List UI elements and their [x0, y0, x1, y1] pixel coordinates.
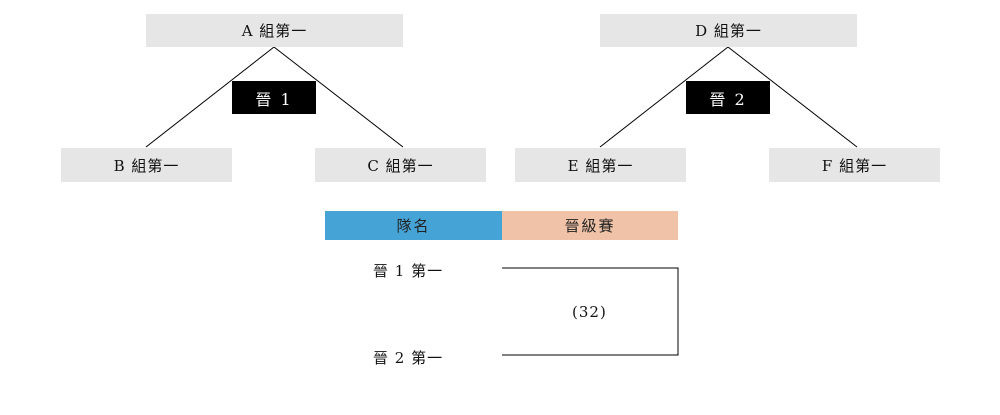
right-triangle-left-edge: [599, 46, 729, 148]
qualifier-2-box: 晉 2: [686, 81, 770, 114]
team-name-header-label: 隊名: [396, 217, 431, 235]
promotion-match-header-label: 晉級賽: [564, 217, 616, 235]
left-triangle-right-edge: [273, 46, 404, 148]
group-c-first-label: C 組第一: [367, 156, 434, 175]
group-a-first-label: A 組第一: [241, 22, 308, 40]
bracket-entry-bottom-label: 晉 2 第一: [373, 349, 444, 367]
qualifier-1-label: 晉 1: [255, 89, 293, 109]
group-b-first-box: B 組第一: [61, 148, 232, 182]
bracket-line: [502, 267, 679, 356]
group-b-first-label: B 組第一: [113, 156, 180, 175]
qualifier-2-label: 晉 2: [709, 89, 747, 109]
group-a-first-box: A 組第一: [146, 14, 403, 47]
match-number-label: (32): [572, 303, 607, 321]
left-triangle-left-edge: [145, 46, 275, 148]
bracket-entry-top-label: 晉 1 第一: [373, 262, 444, 280]
group-f-first-box: F 組第一: [769, 148, 940, 182]
group-e-first-box: E 組第一: [515, 148, 686, 182]
match-number: (32): [572, 303, 607, 321]
group-e-first-label: E 組第一: [567, 156, 634, 175]
qualifier-1-box: 晉 1: [232, 81, 316, 114]
team-name-header: 隊名: [325, 211, 502, 240]
group-d-first-box: D 組第一: [600, 14, 857, 47]
right-triangle-right-edge: [727, 46, 858, 148]
group-d-first-label: D 組第一: [695, 22, 762, 40]
bracket-entry-bottom: 晉 2 第一: [373, 347, 443, 368]
promotion-match-header: 晉級賽: [502, 211, 678, 240]
group-f-first-label: F 組第一: [821, 156, 888, 175]
bracket-entry-top: 晉 1 第一: [373, 260, 443, 281]
group-c-first-box: C 組第一: [315, 148, 486, 182]
